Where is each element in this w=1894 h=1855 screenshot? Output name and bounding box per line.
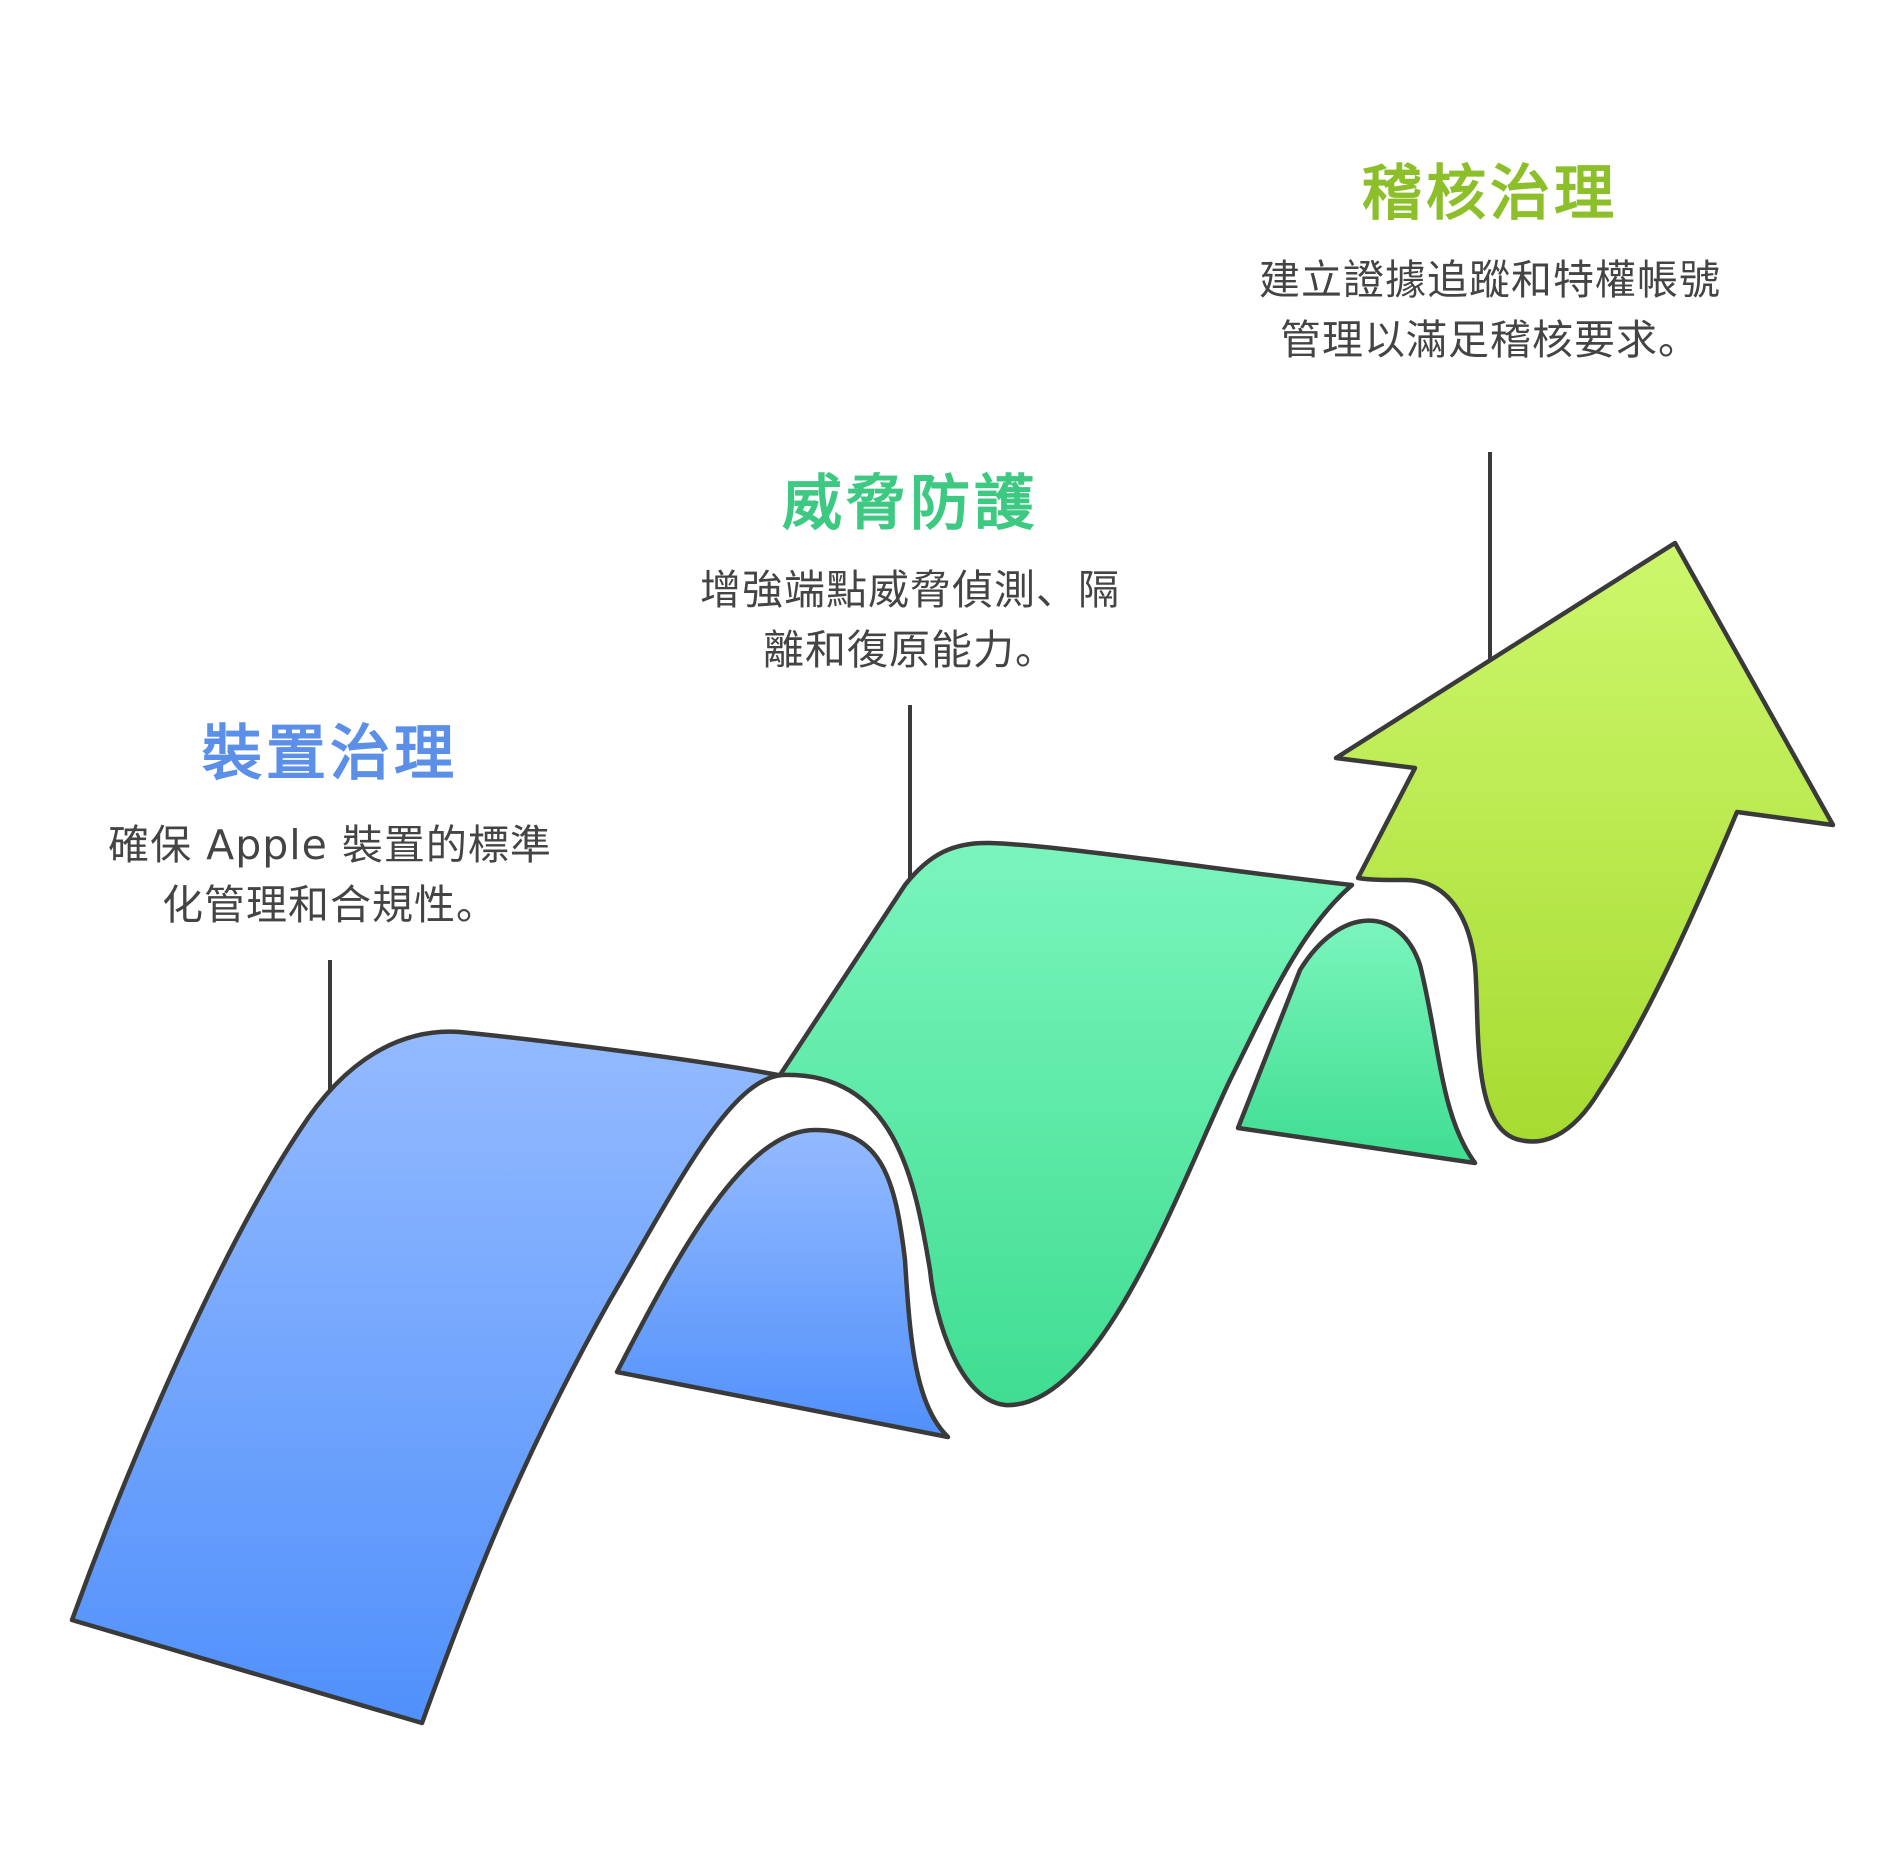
step-title-audit-governance: 稽核治理 (1362, 159, 1618, 229)
step-desc-device-governance: 確保 Apple 裝置的標準化管理和合規性。 (108, 821, 552, 929)
step-title-threat-protection: 威脅防護 (782, 469, 1038, 539)
step-desc-threat-protection: 增強端點威脅偵測、隔離和復原能力。 (700, 566, 1120, 674)
step-desc-audit-governance: 建立證據追蹤和特權帳號管理以滿足稽核要求。 (1259, 256, 1721, 364)
growth-arrow-head (1333, 540, 1836, 1144)
ribbon-segment-device (69, 1029, 785, 1726)
ribbon-segment-threat (777, 840, 1355, 1408)
ribbon-segment-device-back (614, 1127, 951, 1440)
ribbon-segment-audit-back (1235, 918, 1478, 1166)
step-title-device-governance: 裝置治理 (202, 719, 458, 789)
